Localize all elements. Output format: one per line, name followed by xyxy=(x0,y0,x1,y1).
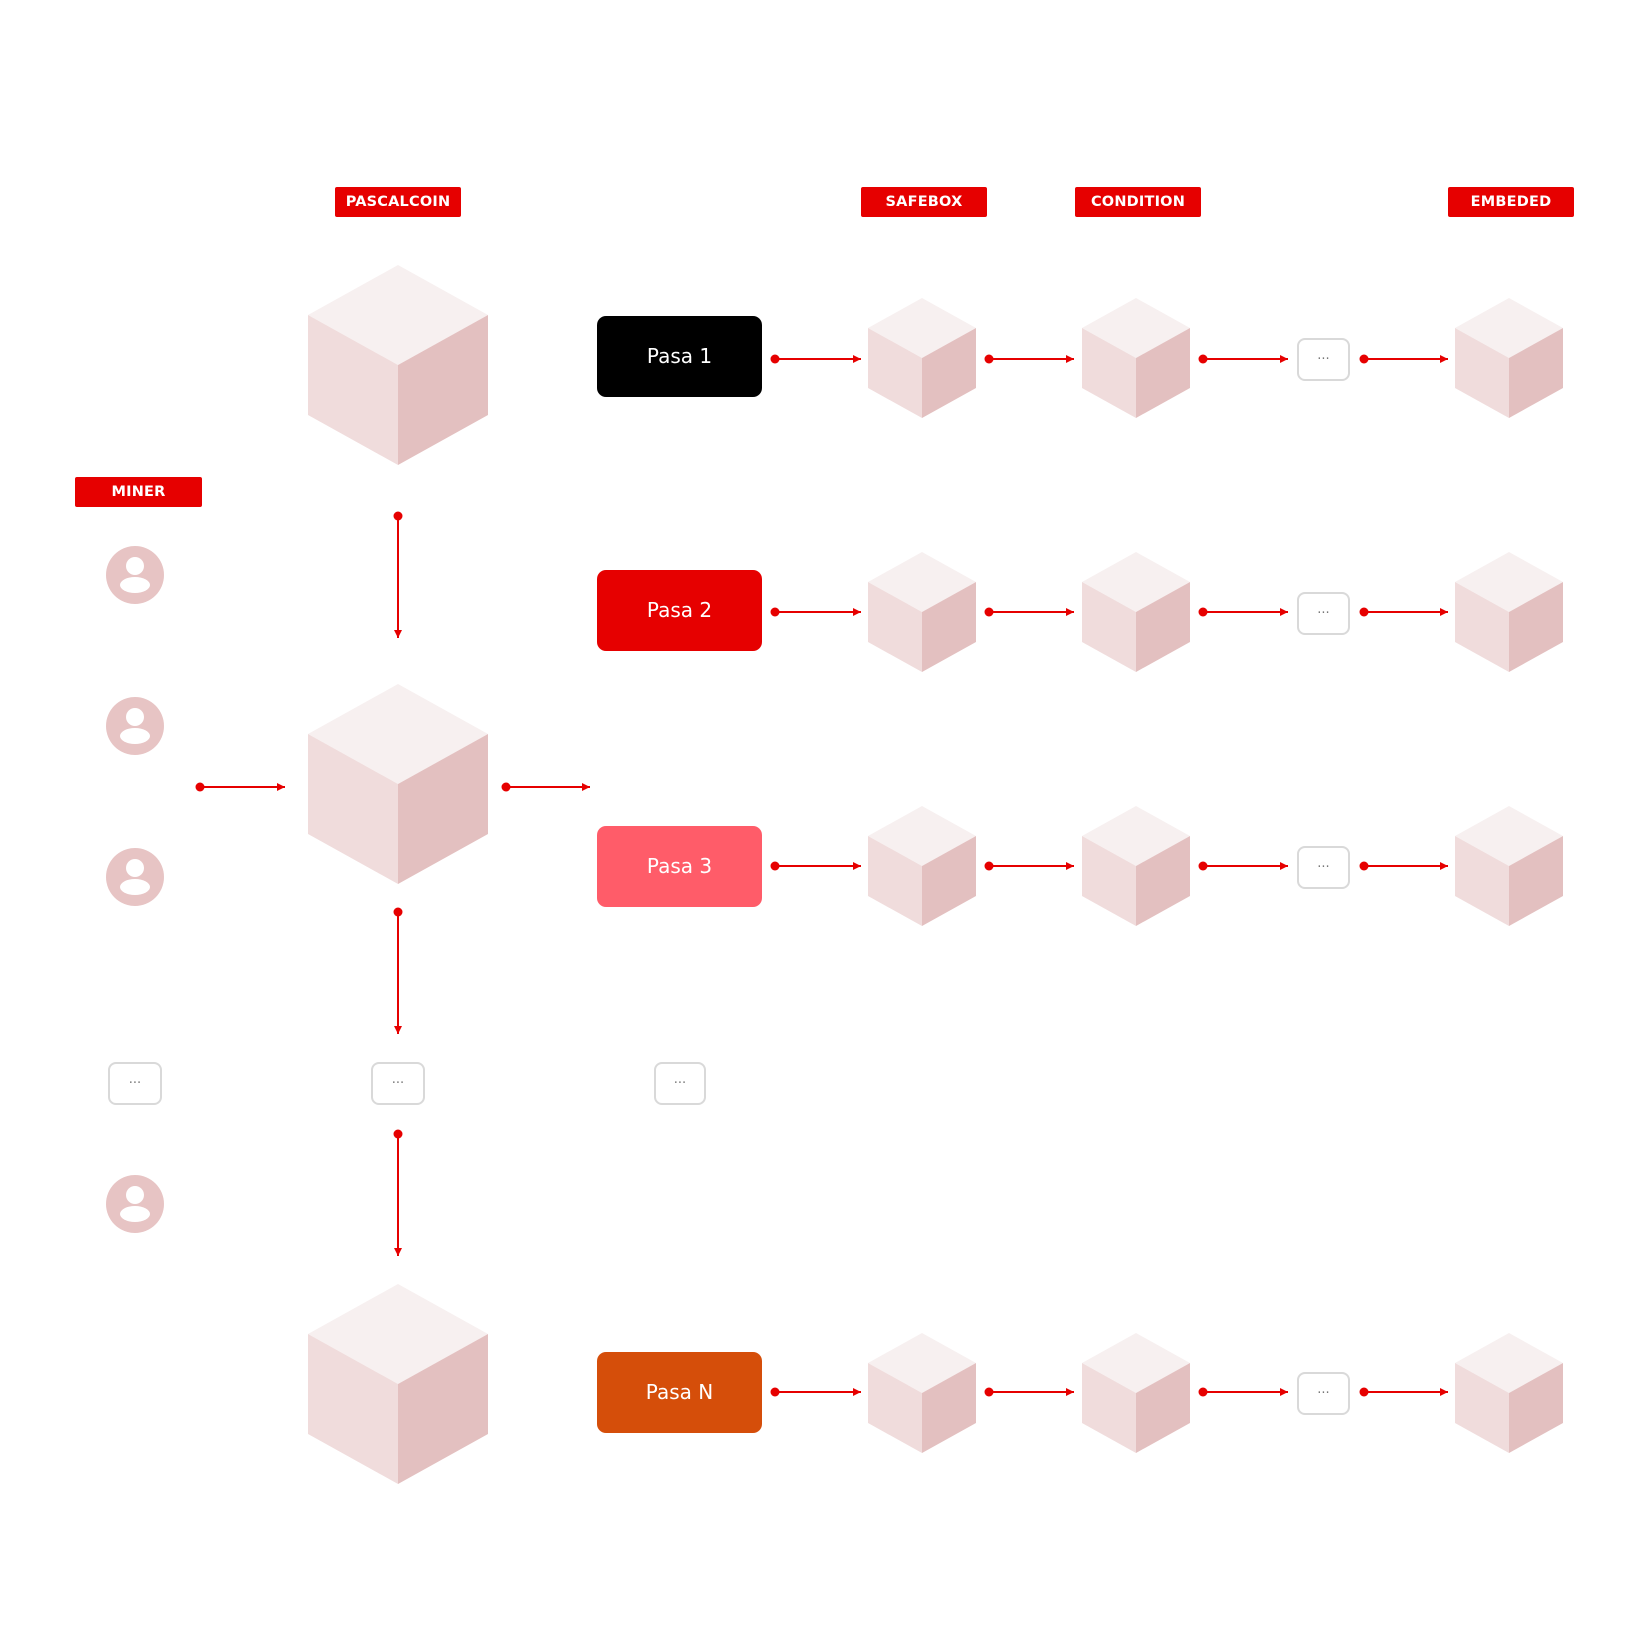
block-chain-arrow xyxy=(393,1129,403,1256)
embeded-block-icon xyxy=(1455,552,1563,672)
ellipsis-text: ... xyxy=(1317,1382,1330,1397)
condition-block-icon xyxy=(1082,552,1190,672)
row-1-ellipsis-box: ... xyxy=(1297,338,1350,381)
condition-block-icon xyxy=(1082,298,1190,418)
ellipsis-text: ... xyxy=(1317,856,1330,871)
embeded-block-icon xyxy=(1455,298,1563,418)
miner-avatar-icon xyxy=(106,1175,164,1233)
ellipsis-to-embeded-arrow xyxy=(1359,607,1448,617)
block-ellipsis-box: ... xyxy=(371,1062,425,1105)
pascalcoin-block-icon xyxy=(308,265,488,465)
ellipsis-text: ... xyxy=(1317,348,1330,363)
ellipsis-text: ... xyxy=(673,1072,687,1087)
pasa-3-box: Pasa 3 xyxy=(597,826,762,907)
pasa-to-safebox-arrow xyxy=(770,354,861,364)
safebox-to-condition-arrow xyxy=(984,1387,1074,1397)
row-n-ellipsis-box: ... xyxy=(1297,1372,1350,1415)
condition-to-ellipsis-arrow xyxy=(1198,1387,1288,1397)
safebox-block-icon xyxy=(868,552,976,672)
pascalcoin-header: PASCALCOIN xyxy=(335,187,461,217)
ellipsis-to-embeded-arrow xyxy=(1359,1387,1448,1397)
block-chain-arrow xyxy=(393,907,403,1034)
pasa-1-box: Pasa 1 xyxy=(597,316,762,397)
embeded-header: EMBEDED xyxy=(1448,187,1574,217)
condition-to-ellipsis-arrow xyxy=(1198,354,1288,364)
block-chain-arrow xyxy=(393,511,403,638)
miner-avatar-icon xyxy=(106,546,164,604)
safebox-block-icon xyxy=(868,1333,976,1453)
pasa-to-safebox-arrow xyxy=(770,607,861,617)
safebox-block-icon xyxy=(868,298,976,418)
miner-avatar-icon xyxy=(106,848,164,906)
embeded-block-icon xyxy=(1455,806,1563,926)
miner-ellipsis-box: ... xyxy=(108,1062,162,1105)
condition-block-icon xyxy=(1082,1333,1190,1453)
safebox-to-condition-arrow xyxy=(984,354,1074,364)
pasa-to-safebox-arrow xyxy=(770,1387,861,1397)
condition-to-ellipsis-arrow xyxy=(1198,607,1288,617)
condition-to-ellipsis-arrow xyxy=(1198,861,1288,871)
row-2-ellipsis-box: ... xyxy=(1297,592,1350,635)
pasa-n-box: Pasa N xyxy=(597,1352,762,1433)
ellipsis-text: ... xyxy=(1317,602,1330,617)
miner-avatar-icon xyxy=(106,697,164,755)
pascalcoin-block-icon xyxy=(308,1284,488,1484)
embeded-block-icon xyxy=(1455,1333,1563,1453)
miner-header: MINER xyxy=(75,477,202,507)
ellipsis-text: ... xyxy=(391,1072,405,1087)
row-3-ellipsis-box: ... xyxy=(1297,846,1350,889)
block-to-pasa-arrow xyxy=(501,782,590,792)
pasa-to-safebox-arrow xyxy=(770,861,861,871)
safebox-block-icon xyxy=(868,806,976,926)
safebox-to-condition-arrow xyxy=(984,607,1074,617)
condition-header: CONDITION xyxy=(1075,187,1201,217)
safebox-to-condition-arrow xyxy=(984,861,1074,871)
condition-block-icon xyxy=(1082,806,1190,926)
pasa-ellipsis-box: ... xyxy=(654,1062,706,1105)
pascalcoin-block-icon xyxy=(308,684,488,884)
ellipsis-to-embeded-arrow xyxy=(1359,354,1448,364)
miner-to-block-arrow xyxy=(195,782,285,792)
ellipsis-to-embeded-arrow xyxy=(1359,861,1448,871)
pasa-2-box: Pasa 2 xyxy=(597,570,762,651)
safebox-header: SAFEBOX xyxy=(861,187,987,217)
ellipsis-text: ... xyxy=(128,1072,142,1087)
